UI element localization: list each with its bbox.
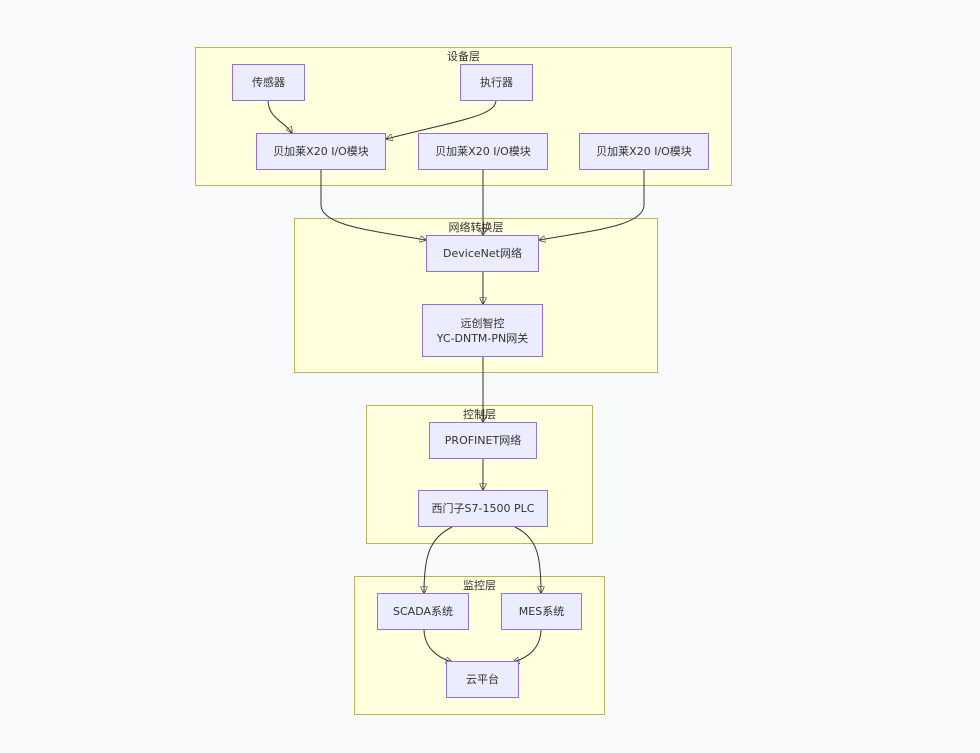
cloud-node: 云平台 [446, 661, 519, 698]
io-module-node-2: 贝加莱X20 I/O模块 [418, 133, 548, 170]
gateway-node: 远创智控 YC-DNTM-PN网关 [422, 304, 543, 357]
plc-node: 西门子S7-1500 PLC [418, 490, 548, 527]
mes-label: MES系统 [518, 605, 565, 618]
scada-node: SCADA系统 [377, 593, 469, 630]
sensor-label: 传感器 [252, 76, 285, 89]
gateway-label-line2: YC-DNTM-PN网关 [436, 331, 529, 345]
actuator-node: 执行器 [460, 64, 533, 101]
sensor-node: 传感器 [232, 64, 305, 101]
devicenet-label: DeviceNet网络 [443, 247, 522, 260]
plc-label: 西门子S7-1500 PLC [431, 502, 535, 515]
mes-node: MES系统 [501, 593, 582, 630]
gateway-label-line1: 远创智控 [460, 316, 505, 330]
profinet-label: PROFINET网络 [444, 434, 522, 447]
profinet-node: PROFINET网络 [429, 422, 537, 459]
devicenet-node: DeviceNet网络 [426, 235, 539, 272]
io-module-label-2: 贝加莱X20 I/O模块 [435, 145, 531, 158]
device-layer-title: 设备层 [447, 50, 480, 63]
io-module-label-3: 贝加莱X20 I/O模块 [596, 145, 692, 158]
monitor-layer-title: 监控层 [463, 579, 496, 592]
io-module-label-1: 贝加莱X20 I/O模块 [273, 145, 369, 158]
io-module-node-3: 贝加莱X20 I/O模块 [579, 133, 709, 170]
network-layer-title: 网络转换层 [448, 221, 504, 234]
io-module-node-1: 贝加莱X20 I/O模块 [256, 133, 386, 170]
control-layer-title: 控制层 [463, 408, 496, 421]
cloud-label: 云平台 [466, 673, 499, 686]
actuator-label: 执行器 [480, 76, 513, 89]
scada-label: SCADA系统 [393, 605, 453, 618]
